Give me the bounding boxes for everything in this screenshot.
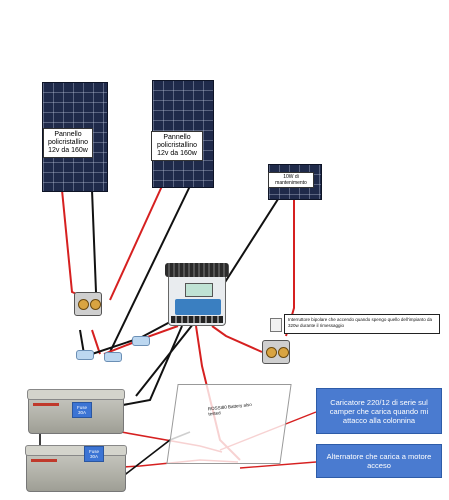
battery-lid xyxy=(25,445,127,456)
junction-to-controller-black xyxy=(91,321,171,355)
switch-knob-icon xyxy=(278,347,289,358)
junction-connector-2 xyxy=(104,352,122,362)
switch-note: Interruttore bipolare che accendo quando… xyxy=(284,314,440,334)
onboard-charger-device xyxy=(166,384,292,464)
controller-terminals xyxy=(171,316,223,323)
battery-stripe xyxy=(33,403,59,406)
battery-2-fuse: Fuse 30A xyxy=(84,446,104,462)
charger-callout: Caricatore 220/12 di serie sul camper ch… xyxy=(316,388,442,434)
solar-panel-1-label: Pannello policristallino 12v da 160w xyxy=(43,128,93,158)
mppt-charge-controller xyxy=(165,263,229,326)
alternator-callout: Alternatore che carica a motore acceso xyxy=(316,444,442,478)
switch-knob-icon xyxy=(266,347,277,358)
switch2-to-controller-red xyxy=(211,325,263,353)
battery-1-fuse: Fuse 30A xyxy=(72,402,92,418)
solar-panel-2-label: Pannello policristallino 12v da 160w xyxy=(151,131,203,161)
controller-faceplate xyxy=(175,299,221,315)
junction-connector-3 xyxy=(132,336,150,346)
junction-connector-1 xyxy=(76,350,94,360)
panel2-positive-wire xyxy=(109,185,163,301)
battery-lid xyxy=(27,389,125,400)
battery-2 xyxy=(25,445,127,492)
junction-to-controller-red xyxy=(103,325,179,355)
battery-stripe xyxy=(31,459,57,462)
panel1-positive-wire xyxy=(61,189,87,299)
bipolar-switch-2 xyxy=(262,340,290,364)
alternator-pointer xyxy=(239,461,317,469)
wall-switch-icon xyxy=(270,318,282,332)
switch-knob-icon xyxy=(78,299,89,310)
panel2-negative-wire xyxy=(109,185,191,353)
panel1-negative-wire xyxy=(91,189,98,299)
battery-1 xyxy=(27,389,125,434)
bipolar-switch-1 xyxy=(74,292,102,316)
switch-knob-icon xyxy=(90,299,101,310)
controller-screen xyxy=(185,283,213,297)
switch1-out-red xyxy=(91,329,101,355)
solar-panel-3-label: 10W di mantenimento xyxy=(268,172,314,188)
controller-heatsink xyxy=(165,263,229,277)
